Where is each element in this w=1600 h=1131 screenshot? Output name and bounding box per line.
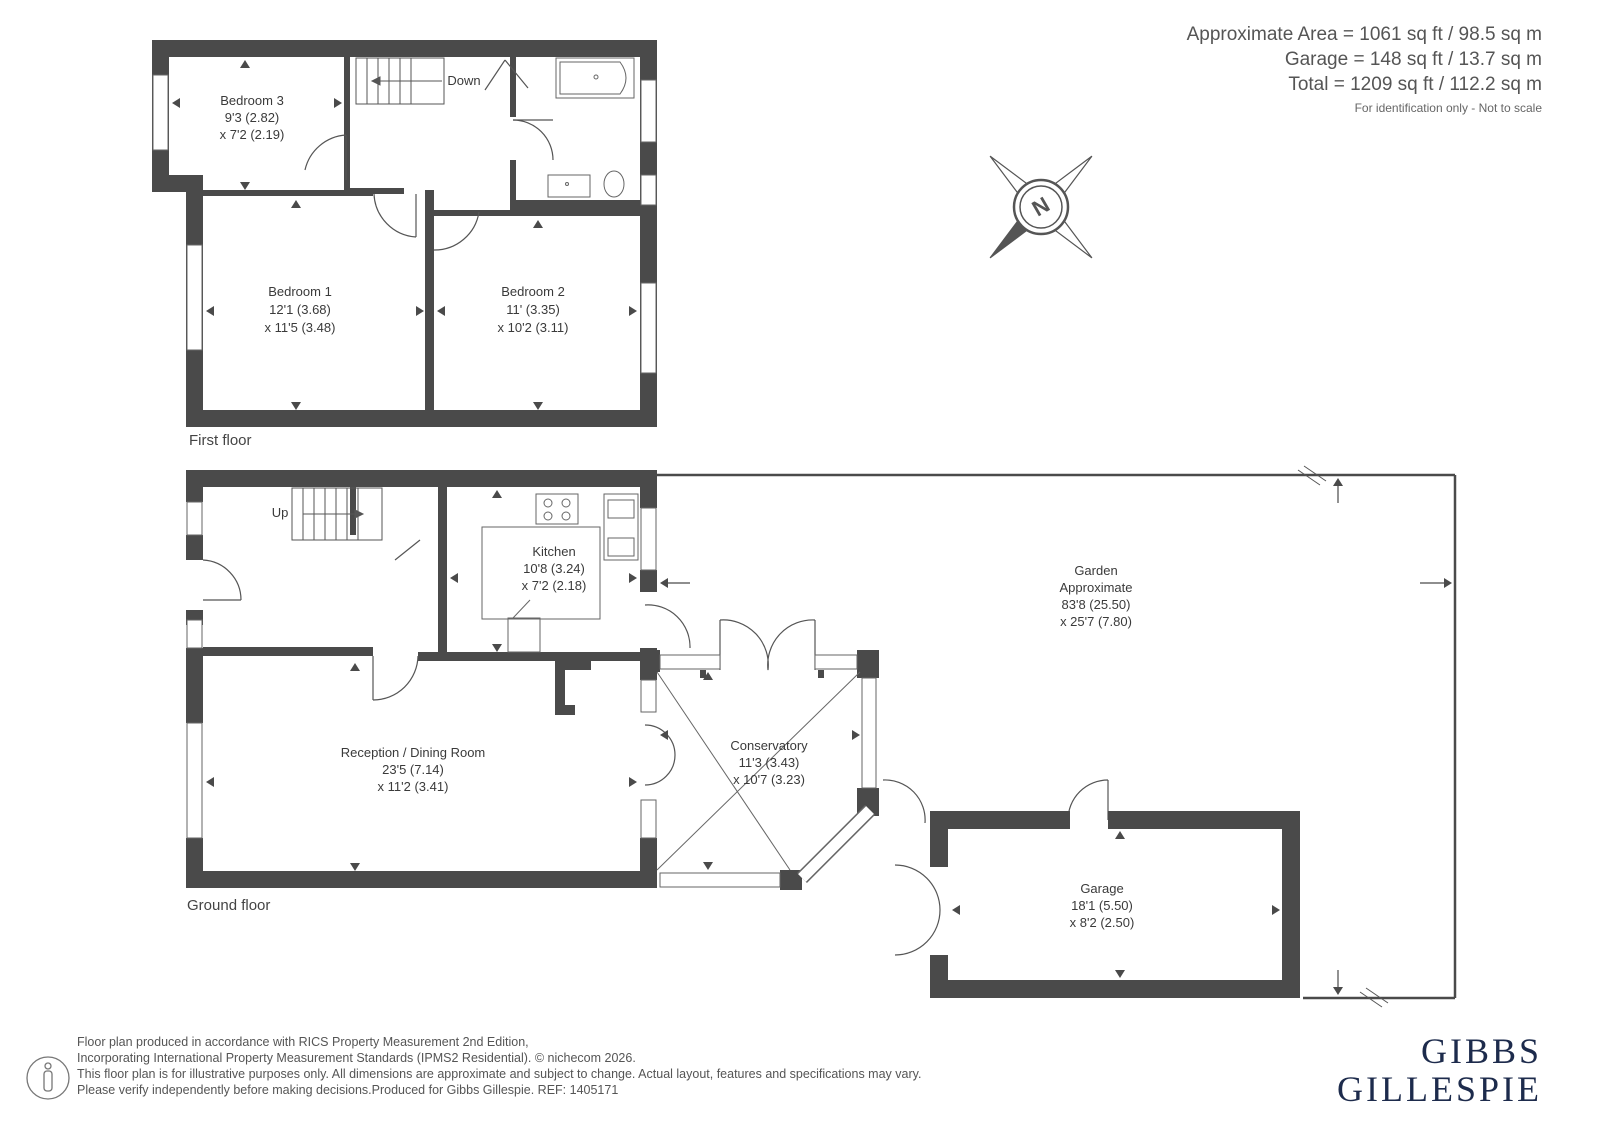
reception-name: Reception / Dining Room [341, 745, 486, 760]
bedroom3-name: Bedroom 3 [220, 93, 284, 108]
garage-dim1: 18'1 (5.50) [1071, 898, 1133, 913]
first-floor-doors [304, 59, 554, 251]
approximate-area: Approximate Area = 1061 sq ft / 98.5 sq … [1186, 24, 1542, 45]
bedroom3-dim2: x 7'2 (2.19) [220, 127, 285, 142]
garage-walls [930, 811, 1300, 998]
ground-floor-stairs [291, 487, 383, 541]
conservatory-dim2: x 10'7 (3.23) [733, 772, 805, 787]
kitchen-dim2: x 7'2 (2.18) [522, 578, 587, 593]
footer-line-3: This floor plan is for illustrative purp… [77, 1067, 922, 1081]
brand-logo: GIBBS GILLESPIE [1337, 1032, 1542, 1108]
legal-footer: Floor plan produced in accordance with R… [77, 1034, 921, 1098]
garden-dim1: 83'8 (25.50) [1062, 597, 1131, 612]
garden-dimension-lines [668, 486, 1444, 987]
reception-dim2: x 11'2 (3.41) [378, 779, 449, 794]
ground-floor-arrows [206, 478, 1452, 995]
stairs-down-label: Down [447, 73, 480, 88]
person-scale-icon [26, 1056, 70, 1100]
bathroom-fixtures [547, 57, 635, 198]
footer-line-4: Please verify independently before makin… [77, 1083, 619, 1097]
kitchen-name: Kitchen [532, 544, 575, 559]
kitchen-dim1: 10'8 (3.24) [523, 561, 585, 576]
footer-line-1: Floor plan produced in accordance with R… [77, 1035, 529, 1049]
first-floor-stairs [355, 57, 445, 105]
garden-boundary [657, 473, 1457, 1000]
first-floor-arrows [172, 60, 637, 410]
garage-dim2: x 8'2 (2.50) [1070, 915, 1135, 930]
bedroom2-dim2: x 10'2 (3.11) [498, 320, 569, 335]
first-floor-windows [152, 74, 657, 374]
ground-floor-walls [186, 470, 657, 888]
bedroom1-name: Bedroom 1 [268, 284, 332, 299]
total-area: Total = 1209 sq ft / 112.2 sq m [1288, 74, 1542, 95]
brand-line-1: GIBBS [1420, 1031, 1542, 1071]
identification-note: For identification only - Not to scale [1354, 101, 1542, 115]
garden-name: Garden [1074, 563, 1117, 578]
kitchen-fixtures [481, 493, 639, 653]
conservatory-structure [640, 650, 879, 890]
garden-approximate: Approximate [1060, 580, 1133, 595]
bedroom1-dim1: 12'1 (3.68) [269, 302, 331, 317]
bedroom1-dim2: x 11'5 (3.48) [265, 320, 336, 335]
garage-name: Garage [1080, 881, 1123, 896]
ground-floor-room-labels: Kitchen 10'8 (3.24) x 7'2 (2.18) Recepti… [272, 505, 1135, 930]
ground-floor-plan: Kitchen 10'8 (3.24) x 7'2 (2.18) Recepti… [186, 465, 1457, 1008]
compass-rose [989, 155, 1093, 259]
first-floor-label: First floor [189, 432, 252, 449]
first-floor-room-labels: Bedroom 3 9'3 (2.82) x 7'2 (2.19) Bedroo… [220, 73, 569, 335]
conservatory-name: Conservatory [730, 738, 808, 753]
ground-floor-label: Ground floor [187, 897, 271, 914]
brand-line-2: GILLESPIE [1337, 1069, 1542, 1109]
reception-dim1: 23'5 (7.14) [382, 762, 444, 777]
garage-area: Garage = 148 sq ft / 13.7 sq m [1284, 49, 1542, 70]
conservatory-dim1: 11'3 (3.43) [739, 755, 800, 770]
footer-line-2: Incorporating International Property Mea… [77, 1051, 636, 1065]
bedroom2-name: Bedroom 2 [501, 284, 565, 299]
area-summary: Approximate Area = 1061 sq ft / 98.5 sq … [1187, 22, 1542, 119]
stairs-up-label: Up [272, 505, 289, 520]
garden-break-marks [1297, 465, 1389, 1008]
ground-floor-windows [186, 501, 657, 839]
bedroom2-dim1: 11' (3.35) [506, 302, 560, 317]
first-floor-plan: Bedroom 3 9'3 (2.82) x 7'2 (2.19) Bedroo… [152, 40, 657, 427]
ground-floor-doors [202, 539, 1109, 956]
garden-dim2: x 25'7 (7.80) [1060, 614, 1132, 629]
bedroom3-dim1: 9'3 (2.82) [225, 110, 280, 125]
